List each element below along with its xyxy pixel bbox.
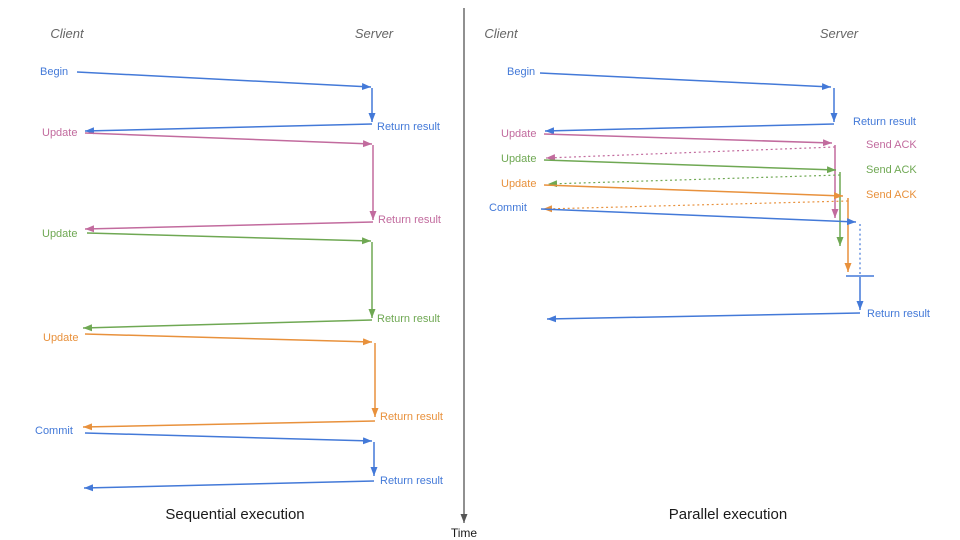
update-request-arrow xyxy=(543,133,833,147)
send-ack-label: Send ACK xyxy=(866,164,917,176)
parallel-diagram: Client Server Begin Return result Update… xyxy=(484,26,930,523)
return-result-arrow xyxy=(83,480,375,492)
commit-request-arrow xyxy=(540,208,857,226)
return-result-arrow xyxy=(84,123,373,135)
client-label: Client xyxy=(484,26,519,41)
client-label: Client xyxy=(50,26,85,41)
ack-arrow xyxy=(542,200,849,213)
update-request-label: Update xyxy=(42,228,77,240)
update-request-label: Update xyxy=(501,153,536,165)
return-result-label: Return result xyxy=(378,214,441,226)
return-result-arrow xyxy=(84,221,374,233)
return-result-arrow xyxy=(546,312,861,323)
time-axis-label: Time xyxy=(451,526,478,540)
update-request-arrow xyxy=(86,232,372,245)
ack-arrow xyxy=(547,174,841,188)
begin-request-label: Begin xyxy=(507,66,535,78)
server-label: Server xyxy=(355,26,394,41)
return-result-label: Return result xyxy=(867,308,930,320)
diagram-title: Sequential execution xyxy=(165,506,304,523)
commit-request-label: Commit xyxy=(489,202,527,214)
begin-request-arrow xyxy=(539,72,832,91)
update-request-arrow xyxy=(543,159,837,174)
begin-request-label: Begin xyxy=(40,66,68,78)
ack-arrow xyxy=(545,146,836,162)
update-request-arrow xyxy=(84,132,373,148)
commit-request-label: Commit xyxy=(35,425,73,437)
time-axis: Time xyxy=(451,8,478,540)
return-result-arrow xyxy=(82,420,376,431)
return-result-arrow xyxy=(82,319,373,332)
begin-request-arrow xyxy=(76,71,372,91)
update-request-label: Update xyxy=(501,178,536,190)
return-result-label: Return result xyxy=(853,116,916,128)
update-request-arrow xyxy=(543,184,844,200)
send-ack-label: Send ACK xyxy=(866,139,917,151)
server-label: Server xyxy=(820,26,859,41)
commit-request-arrow xyxy=(84,432,373,445)
return-result-label: Return result xyxy=(380,411,443,423)
update-request-label: Update xyxy=(42,127,77,139)
return-result-label: Return result xyxy=(377,313,440,325)
return-result-label: Return result xyxy=(380,475,443,487)
update-request-label: Update xyxy=(43,332,78,344)
update-request-label: Update xyxy=(501,128,536,140)
send-ack-label: Send ACK xyxy=(866,189,917,201)
sequential-diagram: Client Server Begin Return result Update… xyxy=(35,26,443,523)
return-result-arrow xyxy=(544,123,835,135)
update-request-arrow xyxy=(84,333,373,346)
diagram-title: Parallel execution xyxy=(669,506,787,523)
return-result-label: Return result xyxy=(377,121,440,133)
